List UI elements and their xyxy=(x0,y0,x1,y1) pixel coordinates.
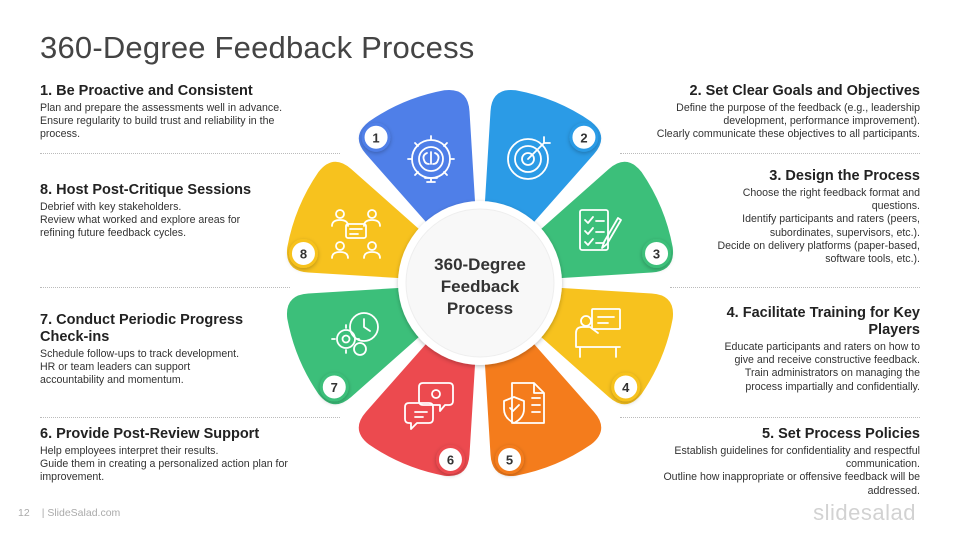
footer: 12 | SlideSalad.com xyxy=(18,507,132,519)
center-line-3: Process xyxy=(447,299,513,318)
chat-gear-icon xyxy=(404,382,454,430)
step-badge-3: 3 xyxy=(642,238,672,268)
step-5-heading: 5. Set Process Policies xyxy=(762,426,920,442)
step-badge-5: 5 xyxy=(495,445,525,475)
center-line-2: Feedback xyxy=(441,277,520,296)
step-badge-number: 7 xyxy=(331,380,338,395)
step-badge-number: 6 xyxy=(447,453,454,468)
step-5-text: 5. Set Process Policies Establish guidel… xyxy=(600,426,920,498)
step-badge-circle xyxy=(495,445,525,475)
step-3-text: 3. Design the Process Choose the right f… xyxy=(680,168,920,266)
divider xyxy=(40,417,340,418)
step-badge-number: 1 xyxy=(372,130,379,145)
divider xyxy=(40,153,340,154)
step-4-body: Educate participants and raters on how t… xyxy=(724,341,920,393)
footer-site: | SlideSalad.com xyxy=(41,507,121,519)
step-badge-circle xyxy=(611,372,641,402)
step-1-heading: 1. Be Proactive and Consistent xyxy=(40,83,253,99)
step-badge-circle xyxy=(319,372,349,402)
step-badge-circle xyxy=(642,238,672,268)
step-7-heading: 7. Conduct Periodic Progress Check-ins xyxy=(40,312,244,345)
step-badge-circle xyxy=(288,238,318,268)
step-3-heading: 3. Design the Process xyxy=(769,168,920,184)
step-1-text: 1. Be Proactive and Consistent Plan and … xyxy=(40,83,330,142)
step-4-heading: 4. Facilitate Training for Key Players xyxy=(726,305,920,338)
step-2-heading: 2. Set Clear Goals and Objectives xyxy=(689,83,921,99)
wheel-segment-5 xyxy=(484,341,602,477)
page-number: 12 xyxy=(18,507,30,519)
step-2-body: Define the purpose of the feedback (e.g.… xyxy=(656,102,920,141)
step-badge-1: 1 xyxy=(361,122,391,152)
wheel-segment-6 xyxy=(358,341,476,477)
meeting-icon xyxy=(331,209,381,259)
wheel-segment-8 xyxy=(286,161,422,279)
slide-title: 360-Degree Feedback Process xyxy=(40,30,475,65)
step-badge-8: 8 xyxy=(288,238,318,268)
step-8-body: Debrief with key stakeholders.Review wha… xyxy=(40,201,241,240)
checklist-pen-icon xyxy=(579,209,622,251)
step-badge-7: 7 xyxy=(319,372,349,402)
step-5-body: Establish guidelines for confidentiality… xyxy=(663,445,920,497)
step-badge-number: 2 xyxy=(580,130,587,145)
step-1-body: Plan and prepare the assessments well in… xyxy=(40,102,283,141)
step-badge-number: 3 xyxy=(653,246,660,261)
step-badge-circle xyxy=(361,122,391,152)
step-6-body: Help employees interpret their results.G… xyxy=(40,445,288,484)
brand-logo: slidesalad xyxy=(813,500,916,525)
step-badge-circle xyxy=(435,445,465,475)
step-4-text: 4. Facilitate Training for Key Players E… xyxy=(680,305,920,394)
step-6-text: 6. Provide Post-Review Support Help empl… xyxy=(40,426,330,485)
step-8-heading: 8. Host Post-Critique Sessions xyxy=(40,182,252,198)
brain-gear-icon xyxy=(407,135,455,183)
wheel-segment-2 xyxy=(484,89,602,225)
divider xyxy=(620,153,920,154)
step-badge-2: 2 xyxy=(569,122,599,152)
step-6-heading: 6. Provide Post-Review Support xyxy=(40,426,260,442)
step-badge-number: 8 xyxy=(300,246,307,261)
center-line-1: 360-Degree xyxy=(434,255,526,274)
center-inner-circle xyxy=(405,208,555,358)
policy-shield-icon xyxy=(503,382,545,424)
step-8-text: 8. Host Post-Critique Sessions Debrief w… xyxy=(40,182,330,241)
divider xyxy=(40,287,290,288)
presentation-icon xyxy=(575,308,621,358)
target-icon xyxy=(507,136,551,180)
wheel-segment-1 xyxy=(358,89,476,225)
gears-clock-icon xyxy=(331,312,379,356)
step-7-body: Schedule follow-ups to track development… xyxy=(40,348,240,387)
step-badge-circle xyxy=(569,122,599,152)
step-badge-number: 5 xyxy=(506,453,513,468)
step-badge-6: 6 xyxy=(435,445,465,475)
divider xyxy=(670,287,920,288)
step-badge-number: 4 xyxy=(622,380,630,395)
step-2-text: 2. Set Clear Goals and Objectives Define… xyxy=(600,83,920,142)
step-7-text: 7. Conduct Periodic Progress Check-ins S… xyxy=(40,312,275,388)
divider xyxy=(620,417,920,418)
wheel-segment-3 xyxy=(538,161,674,279)
wheel-segment-4 xyxy=(538,287,674,405)
step-badge-4: 4 xyxy=(611,372,641,402)
